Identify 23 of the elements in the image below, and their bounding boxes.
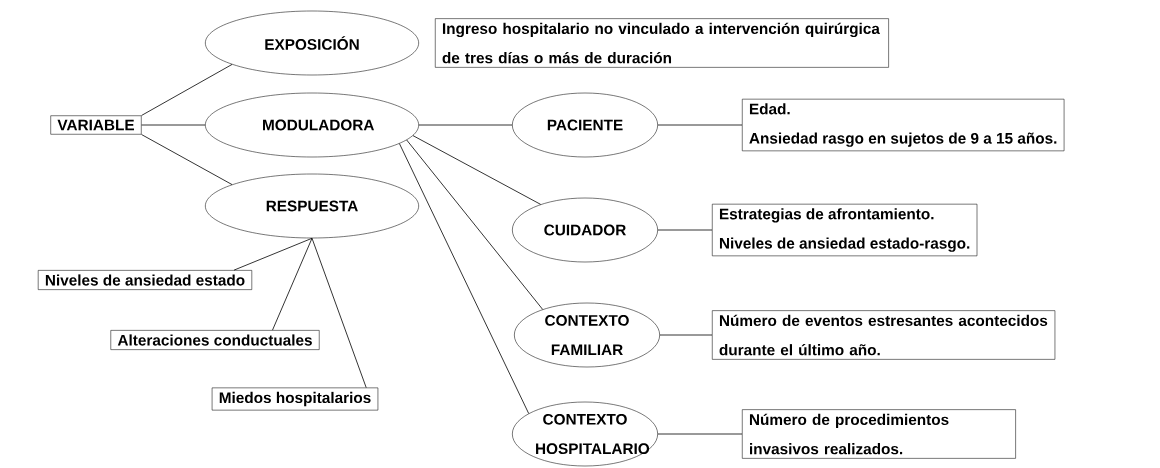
connector-line [233, 237, 313, 271]
text-box: Número de procedimientos invasivos realizados. [742, 409, 1016, 459]
connector-line [412, 135, 542, 205]
text-box: Edad. Ansiedad rasgo en sujetos de 9 a 15 años. [742, 98, 1065, 152]
connector-line [272, 237, 313, 331]
connector-line [311, 237, 367, 388]
connector-line [418, 124, 513, 126]
connector-line [657, 124, 743, 126]
connector-line [141, 134, 233, 185]
connector-line [657, 229, 713, 231]
text-box: Número de eventos estresantes acontecidos durante el último año. [712, 310, 1056, 360]
text-box: Miedos hospitalarios [211, 387, 379, 411]
text-box: VARIABLE [50, 115, 142, 135]
connector-line [141, 64, 233, 116]
connector-line [141, 124, 206, 126]
text-box: Estrategias de afrontamiento. Niveles de ansiedad estado-rasgo. [712, 203, 978, 257]
text-box: Niveles de ansiedad estado [37, 270, 253, 290]
connector-line [657, 433, 743, 435]
connector-line [399, 143, 530, 414]
connector-line [659, 334, 713, 336]
text-box: Alteraciones conductuales [110, 330, 320, 350]
connector-line [406, 139, 544, 310]
text-box: Ingreso hospitalario no vinculado a intervención quirúrgica de tres días o más de duración [435, 18, 889, 68]
